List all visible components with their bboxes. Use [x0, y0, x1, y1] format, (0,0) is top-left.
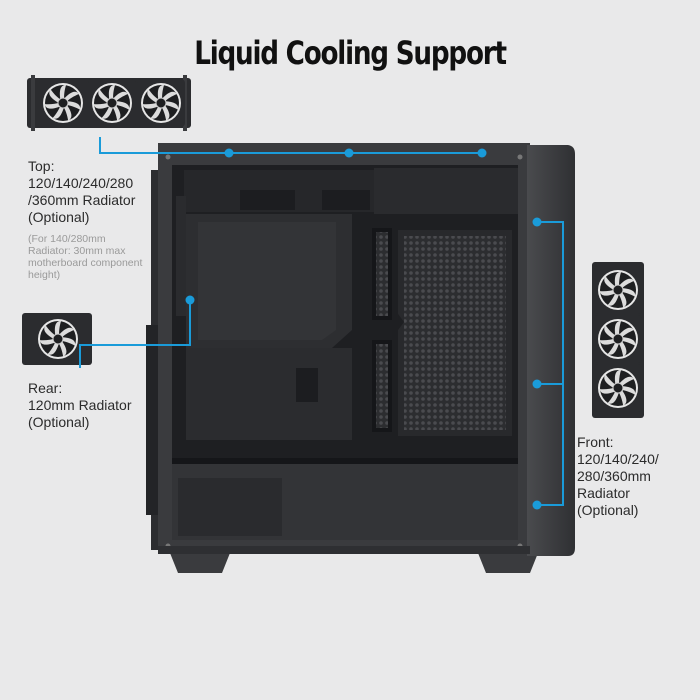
- top-note-line: (For 140/280mm: [28, 233, 106, 245]
- top-label-line: (Optional): [28, 209, 90, 225]
- top-note-line: height): [28, 269, 61, 281]
- radiator-fan-icon: [593, 314, 643, 364]
- top-label-line: /360mm Radiator: [28, 192, 136, 208]
- front-label-line: Radiator: [577, 485, 630, 501]
- connector-dots: [185, 148, 542, 510]
- top-radiator: [27, 75, 191, 131]
- top-radiator-label: Top: 120/140/240/280 /360mm Radiator (Op…: [28, 158, 135, 226]
- radiator-fan-icon: [38, 78, 88, 128]
- rear-label-line: (Optional): [28, 414, 90, 430]
- rear-radiator-label: Rear: 120mm Radiator (Optional): [28, 380, 132, 431]
- front-radiator-label: Front: 120/140/240/ 280/360mm Radiator (…: [577, 434, 659, 519]
- front-radiator: [592, 262, 644, 418]
- page-title: Liquid Cooling Support: [194, 34, 507, 72]
- front-label-line: (Optional): [577, 502, 639, 518]
- front-label-line: 120/140/240/: [577, 451, 659, 467]
- radiator-fan-icon: [33, 314, 83, 364]
- top-note-line: Radiator: 30mm max: [28, 245, 126, 257]
- top-label-line: 120/140/240/280: [28, 175, 134, 191]
- rear-label-line: Rear:: [28, 380, 63, 396]
- radiator-fan-icon: [593, 265, 643, 315]
- front-label-line: 280/360mm: [577, 468, 651, 484]
- pc-case: [146, 143, 575, 573]
- top-note-line: motherboard component: [28, 257, 143, 269]
- rear-radiator: [22, 313, 92, 365]
- front-label-line: Front:: [577, 434, 614, 450]
- radiator-fan-icon: [593, 363, 643, 413]
- radiator-fan-icon: [136, 78, 186, 128]
- rear-label-line: 120mm Radiator: [28, 397, 132, 413]
- top-label-line: Top:: [28, 158, 55, 174]
- radiator-fan-icon: [87, 78, 137, 128]
- top-radiator-note: (For 140/280mm Radiator: 30mm max mother…: [28, 233, 142, 281]
